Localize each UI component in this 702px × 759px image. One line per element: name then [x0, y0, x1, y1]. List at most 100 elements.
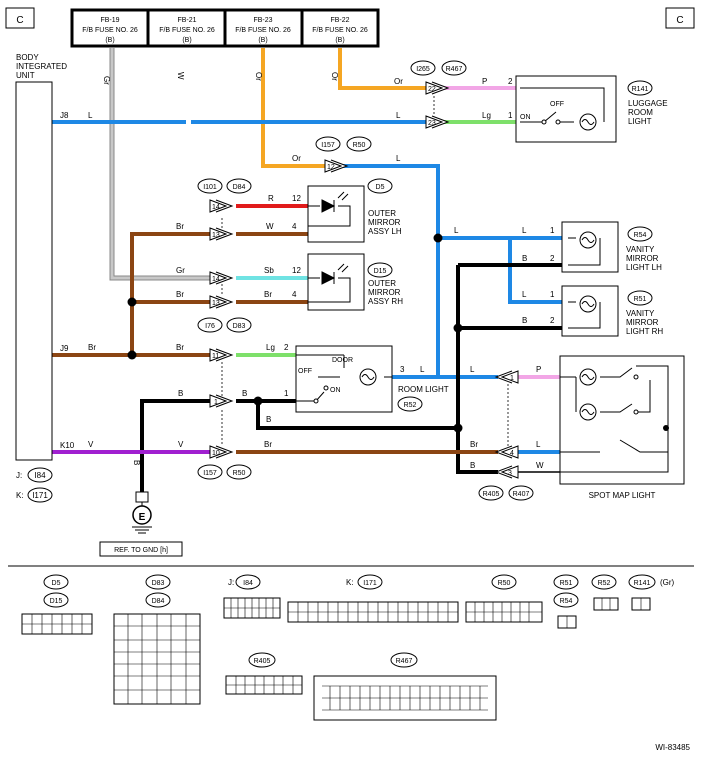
svg-text:R467: R467 — [446, 66, 463, 73]
svg-text:12: 12 — [292, 266, 301, 275]
svg-text:I101: I101 — [203, 184, 217, 191]
fuse-box: FB-19 F/B FUSE NO. 26 (B) FB-21 F/B FUSE… — [70, 8, 380, 48]
fuse-name-fb21: F/B FUSE NO. 26 — [159, 27, 215, 34]
svg-text:Gr: Gr — [176, 266, 185, 275]
svg-text:1: 1 — [214, 399, 218, 406]
svg-text:B: B — [132, 460, 141, 465]
svg-text:R407: R407 — [513, 491, 530, 498]
svg-text:I157: I157 — [203, 470, 217, 477]
svg-text:1: 1 — [508, 111, 513, 120]
svg-text:10: 10 — [212, 450, 220, 457]
wire-label-w-top: W — [176, 72, 185, 80]
wire-or-1 — [261, 48, 325, 168]
svg-text:12: 12 — [292, 194, 301, 203]
fuse-sub-fb19: (B) — [105, 37, 114, 44]
svg-text:22: 22 — [428, 86, 436, 93]
svg-text:ROOM: ROOM — [628, 108, 653, 117]
svg-text:Lg: Lg — [482, 111, 491, 120]
fuse-id-fb21: FB-21 — [177, 17, 196, 24]
pin-numbers: 22 23 2 1 12 14 13 14 13 11 1 10 12 4 12… — [212, 77, 555, 477]
svg-text:D84: D84 — [233, 184, 246, 191]
svg-text:R50: R50 — [353, 142, 366, 149]
svg-text:D83: D83 — [152, 580, 165, 587]
svg-text:R54: R54 — [634, 232, 647, 239]
svg-text:B: B — [522, 316, 527, 325]
svg-text:ASSY RH: ASSY RH — [368, 297, 403, 306]
svg-text:R52: R52 — [598, 580, 611, 587]
luggage-room-light: OFF ON R141 LUGGAGE ROOM LIGHT — [515, 75, 668, 143]
watermark: WI-83485 — [655, 743, 690, 752]
svg-text:Br: Br — [176, 290, 184, 299]
svg-text:D5: D5 — [376, 184, 385, 191]
svg-text:D84: D84 — [152, 598, 165, 605]
svg-text:P: P — [536, 365, 541, 374]
svg-text:I157: I157 — [321, 142, 335, 149]
svg-text:VANITY: VANITY — [626, 245, 655, 254]
svg-text:D83: D83 — [233, 323, 246, 330]
svg-text:13: 13 — [212, 232, 220, 239]
svg-text:MIRROR: MIRROR — [626, 318, 659, 327]
fuse-sub-fb22: (B) — [335, 37, 344, 44]
svg-text:R51: R51 — [634, 296, 647, 303]
wire-or-2 — [338, 48, 426, 90]
svg-text:LIGHT RH: LIGHT RH — [626, 327, 663, 336]
svg-text:ON: ON — [520, 114, 531, 121]
svg-text:Br: Br — [470, 440, 478, 449]
svg-text:3: 3 — [400, 365, 405, 374]
wire-label-or-top1: Or — [254, 72, 263, 81]
svg-text:MIRROR: MIRROR — [368, 218, 401, 227]
svg-text:B: B — [242, 389, 247, 398]
fuse-name-fb23: F/B FUSE NO. 26 — [235, 27, 291, 34]
svg-text:R: R — [268, 194, 274, 203]
corner-label-right — [665, 7, 695, 29]
svg-text:B: B — [178, 389, 183, 398]
svg-text:L: L — [536, 440, 541, 449]
svg-text:SPOT MAP LIGHT: SPOT MAP LIGHT — [589, 491, 656, 500]
svg-text:13: 13 — [212, 300, 220, 307]
wires — [52, 48, 568, 492]
svg-text:E: E — [139, 512, 146, 523]
biu-line1: BODY — [16, 53, 39, 62]
svg-text:L: L — [396, 111, 401, 120]
svg-text:Br: Br — [264, 440, 272, 449]
svg-text:R52: R52 — [404, 402, 417, 409]
svg-text:OFF: OFF — [550, 101, 564, 108]
svg-text:OUTER: OUTER — [368, 279, 396, 288]
svg-text:3: 3 — [508, 470, 512, 477]
svg-text:Or: Or — [292, 154, 301, 163]
svg-text:VANITY: VANITY — [626, 309, 655, 318]
svg-text:Br: Br — [88, 343, 96, 352]
svg-text:P: P — [482, 77, 487, 86]
svg-text:L: L — [470, 365, 475, 374]
svg-text:L: L — [420, 365, 425, 374]
svg-text:1: 1 — [284, 389, 289, 398]
fuse-name-fb19: F/B FUSE NO. 26 — [82, 27, 138, 34]
svg-text:I265: I265 — [416, 66, 430, 73]
fuse-sub-fb23: (B) — [258, 37, 267, 44]
svg-text:12: 12 — [327, 164, 335, 171]
svg-text:4: 4 — [292, 290, 297, 299]
fuse-id-fb23: FB-23 — [253, 17, 272, 24]
wire-l-vanity — [438, 236, 568, 304]
svg-text:1: 1 — [550, 290, 555, 299]
svg-text:2: 2 — [550, 254, 555, 263]
svg-text:R51: R51 — [560, 580, 573, 587]
corner-label-left — [5, 7, 35, 29]
svg-text:ROOM LIGHT: ROOM LIGHT — [398, 385, 449, 394]
wire-br-trunk — [130, 232, 210, 355]
svg-text:OUTER: OUTER — [368, 209, 396, 218]
svg-text:2: 2 — [550, 316, 555, 325]
svg-text:L: L — [522, 226, 527, 235]
vanity-mirror-light-lh: R54 VANITY MIRROR LIGHT LH — [561, 221, 662, 273]
svg-text:L: L — [522, 290, 527, 299]
connector-arrows — [209, 81, 519, 479]
svg-text:V: V — [88, 440, 94, 449]
svg-text:B: B — [266, 415, 271, 424]
svg-text:(Gr): (Gr) — [660, 578, 675, 587]
corner-label-right-text: C — [676, 15, 683, 26]
svg-text:14: 14 — [212, 204, 220, 211]
wire-label-or-top2: Or — [330, 72, 339, 81]
fuse-name-fb22: F/B FUSE NO. 26 — [312, 27, 368, 34]
svg-text:L: L — [88, 111, 93, 120]
pin-k10: K10 — [60, 441, 75, 450]
